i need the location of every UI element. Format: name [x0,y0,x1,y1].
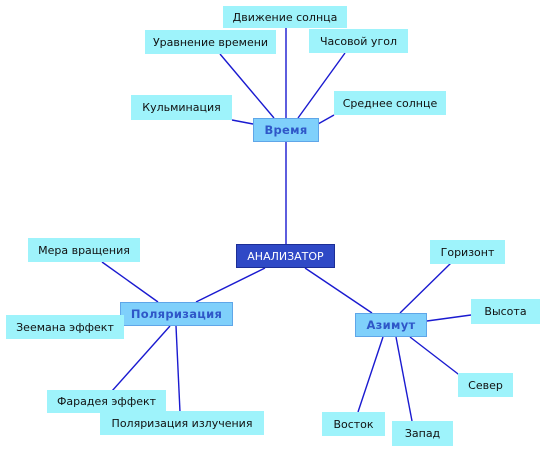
leaf-node-culmination[interactable]: Кульминация [131,95,232,120]
leaf-node-mean-sun[interactable]: Среднее солнце [334,91,446,115]
edge-time-culmination [231,119,254,125]
hub-node-polarization[interactable]: Поляризация [120,302,233,326]
leaf-node-sun-motion[interactable]: Движение солнца [223,6,347,28]
leaf-node-time-equation[interactable]: Уравнение времени [145,30,276,54]
leaf-node-east[interactable]: Восток [322,412,385,436]
edge-time-hour-angle [297,52,346,119]
leaf-node-west[interactable]: Запад [392,421,453,446]
edge-time-time-equation [219,53,275,119]
hub-node-time[interactable]: Время [253,118,319,142]
leaf-node-altitude[interactable]: Высота [471,299,540,324]
edge-az-altitude [426,314,472,322]
edge-az-east [357,336,384,413]
leaf-node-radiation-polarization[interactable]: Поляризация излучения [100,411,264,435]
leaf-node-horizon[interactable]: Горизонт [430,240,505,264]
edge-pol-radiation [175,325,181,413]
edge-root-polarization [195,267,266,303]
edge-pol-rotation-measure [101,261,159,303]
edge-root-azimuth [304,267,373,314]
hub-node-azimuth[interactable]: Азимут [355,313,427,337]
edge-time-mean-sun [317,114,335,125]
leaf-node-faraday[interactable]: Фарадея эффект [47,390,166,413]
edge-az-horizon [399,261,453,314]
leaf-node-zeeman[interactable]: Зеемана эффект [6,315,124,339]
leaf-node-hour-angle[interactable]: Часовой угол [309,29,408,53]
edge-az-west [395,336,413,422]
leaf-node-north[interactable]: Север [458,373,513,397]
edge-az-north [409,336,463,378]
leaf-node-rotation-measure[interactable]: Мера вращения [28,238,140,262]
edge-pol-faraday [111,325,171,392]
root-node-analyzer[interactable]: АНАЛИЗАТОР [236,244,335,268]
